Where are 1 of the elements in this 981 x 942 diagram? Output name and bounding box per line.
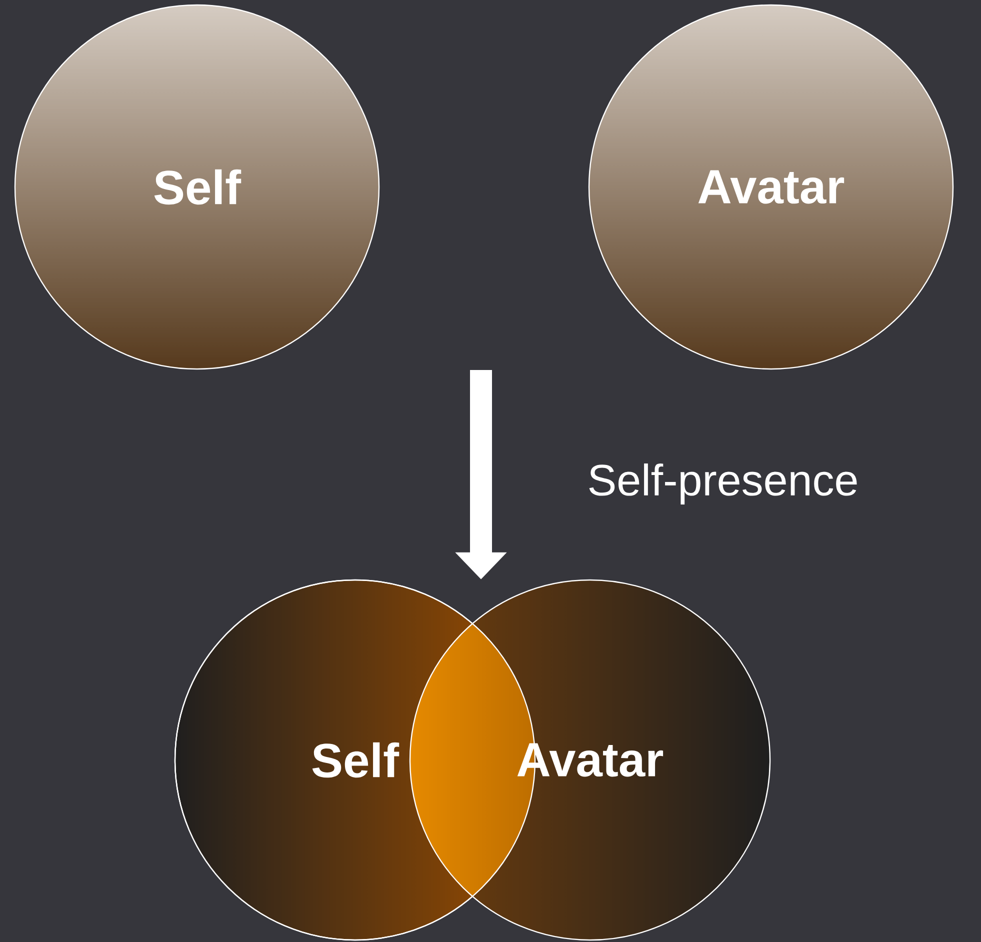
arrow-label: Self-presence [589, 463, 857, 504]
